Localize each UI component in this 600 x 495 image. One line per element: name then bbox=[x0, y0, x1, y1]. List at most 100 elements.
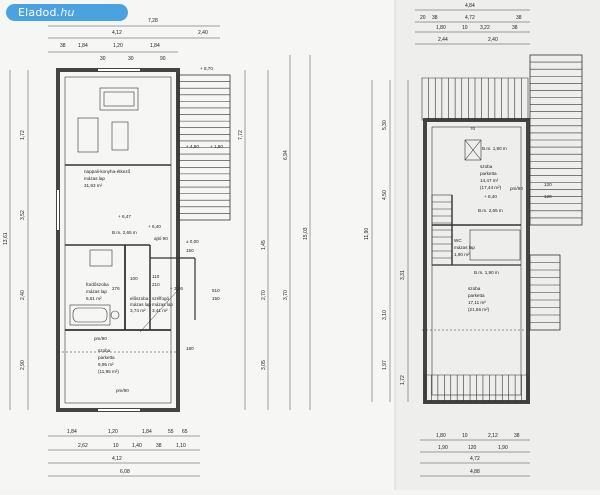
r-top-part-3: 3,22 bbox=[480, 25, 490, 31]
left-bot-part-2: 1,20 bbox=[108, 429, 118, 435]
left-bot-small-2: 65 bbox=[182, 429, 188, 435]
r-room2-area: 17,11 m² bbox=[468, 300, 486, 305]
r-bot-part-3: 2,12 bbox=[488, 433, 498, 439]
right-vdim-6: 3,70 bbox=[283, 290, 289, 300]
left-vdim-total: 13,61 bbox=[3, 232, 9, 245]
r-bot-total: 4,88 bbox=[470, 469, 480, 475]
right-dim-lines bbox=[371, 9, 530, 477]
r-note-5: pm/90 bbox=[510, 186, 523, 191]
room-label-bedroom: szoba bbox=[98, 348, 111, 353]
room-area-hall: 3,74 m² bbox=[130, 308, 146, 313]
skylight-x2 bbox=[464, 139, 482, 161]
room-floor-living: mázas lap bbox=[84, 176, 105, 181]
level-5: + 6,40 bbox=[148, 224, 161, 229]
r-top-part-1: 1,80 bbox=[436, 25, 446, 31]
note-bm: B.m. 2,65 m bbox=[112, 230, 137, 235]
note-150a: 150 bbox=[186, 248, 194, 253]
right-plan-texts: 4,84 4,72 1,80 10 3,22 38 2,44 2,40 20 3… bbox=[364, 3, 552, 475]
left-dim-lines bbox=[9, 25, 311, 477]
level-3: + 1,60 bbox=[210, 144, 223, 149]
level-2: + 4,60 bbox=[186, 144, 199, 149]
left-top-part-1: 1,84 bbox=[78, 43, 88, 49]
sofa bbox=[99, 87, 139, 111]
room-floor-bedroom: parketta bbox=[98, 355, 115, 360]
left-bot-row2-1: 2,62 bbox=[78, 443, 88, 449]
r-note-8: 70 bbox=[470, 126, 476, 131]
room-floor-hall: mázas lap bbox=[130, 302, 151, 307]
room-floor-bath: mázas lap bbox=[86, 289, 107, 294]
left-bot-small-3: 1,10 bbox=[176, 443, 186, 449]
r-top-edge-3: 38 bbox=[516, 15, 522, 21]
left-vdim-1: 1,72 bbox=[20, 130, 26, 140]
right-plan bbox=[421, 54, 583, 404]
r-bot-row2-1: 1,90 bbox=[438, 445, 448, 451]
left-top-edge-4: 90 bbox=[160, 56, 166, 62]
level-4: + 6,47 bbox=[118, 214, 131, 219]
left-bot-part-1: 1,84 bbox=[67, 429, 77, 435]
note-pm1: pm/90 bbox=[94, 336, 107, 341]
toilet bbox=[110, 310, 120, 320]
right-ext-stair-steps bbox=[530, 61, 582, 219]
table bbox=[111, 121, 129, 151]
left-bot-row2-3: 1,40 bbox=[132, 443, 142, 449]
left-plan-texts: 7,28 4,12 2,40 1,84 1,20 1,84 38 30 30 9… bbox=[3, 18, 309, 475]
right-roof-top bbox=[421, 77, 529, 121]
r-room1-extra: (17,44 m²) bbox=[480, 185, 502, 190]
r-top-part-4: 38 bbox=[512, 25, 518, 31]
r-room1-name: szoba bbox=[480, 164, 493, 169]
note-210: 210 bbox=[152, 282, 160, 287]
room-label-vestibule: szélfogó bbox=[152, 296, 170, 301]
note-pm2: pm/90 bbox=[116, 388, 129, 393]
r-note-4: + 8,40 bbox=[484, 194, 497, 199]
bathtub bbox=[69, 304, 111, 326]
r-room3-area: 1,90 m² bbox=[454, 252, 470, 257]
left-vdim-4: 2,90 bbox=[20, 360, 26, 370]
sofa-seat bbox=[103, 91, 135, 107]
left-top-edge-2: 30 bbox=[100, 56, 106, 62]
r-total-top: 4,84 bbox=[465, 3, 475, 9]
r-bot-part-1: 1,80 bbox=[436, 433, 446, 439]
r-bot-row2-3: 1,90 bbox=[498, 445, 508, 451]
left-stair-steps bbox=[178, 81, 230, 214]
left-bot-part-3: 1,84 bbox=[142, 429, 152, 435]
r-room3-floor: mázas lap bbox=[454, 245, 475, 250]
left-bot-row3: 4,12 bbox=[112, 456, 122, 462]
sink bbox=[89, 249, 113, 267]
left-top-right-dim: 2,40 bbox=[198, 30, 208, 36]
note-150b: 150 bbox=[212, 296, 220, 301]
room-extra-bedroom: (11,95 m²) bbox=[98, 369, 119, 374]
skylight bbox=[464, 139, 482, 161]
room-floor-vestibule: mázas lap bbox=[152, 302, 173, 307]
right-vdim-1: 7,72 bbox=[238, 130, 244, 140]
r-bot-row2-2: 120 bbox=[468, 445, 477, 451]
r-top-row3-1: 2,44 bbox=[438, 37, 448, 43]
note-100: 100 bbox=[130, 276, 138, 281]
left-top-edge-1: 38 bbox=[60, 43, 66, 49]
right-roof-bottom-rafters bbox=[431, 375, 522, 402]
room-label-hall: előszoba bbox=[130, 296, 149, 301]
r-room2-extra: (21,66 m²) bbox=[468, 307, 490, 312]
r-note-7: 120 bbox=[544, 194, 552, 199]
r-room2-name: szoba bbox=[468, 286, 481, 291]
r-bot-row3: 4,72 bbox=[470, 456, 480, 462]
watermark-tld: .hu bbox=[56, 6, 75, 19]
room-label-living: nappali-konyha-étkező bbox=[84, 169, 131, 174]
r-note-2: B.m. 2,65 m bbox=[478, 208, 503, 213]
right-vdim-2: 6,94 bbox=[283, 150, 289, 160]
room-area-vestibule: 3,41 m² bbox=[152, 308, 168, 313]
r-top-edge-2: 38 bbox=[432, 15, 438, 21]
left-top-part-3: 1,84 bbox=[150, 43, 160, 49]
left-top-edge-3: 30 bbox=[128, 56, 134, 62]
right-vdim-3: 15,03 bbox=[303, 227, 309, 240]
room-area-living: 31,93 m² bbox=[84, 183, 103, 188]
left-vdim-2: 3,52 bbox=[20, 210, 26, 220]
left-bot-row2-2: 10 bbox=[113, 443, 119, 449]
level-6: ± 0,00 bbox=[186, 239, 199, 244]
left-bot-total: 6,08 bbox=[120, 469, 130, 475]
note-510: 510 bbox=[212, 288, 220, 293]
watermark-brand: Eladod bbox=[18, 6, 57, 19]
r-mid-top: 4,72 bbox=[465, 15, 475, 21]
right-balcony bbox=[469, 229, 521, 261]
